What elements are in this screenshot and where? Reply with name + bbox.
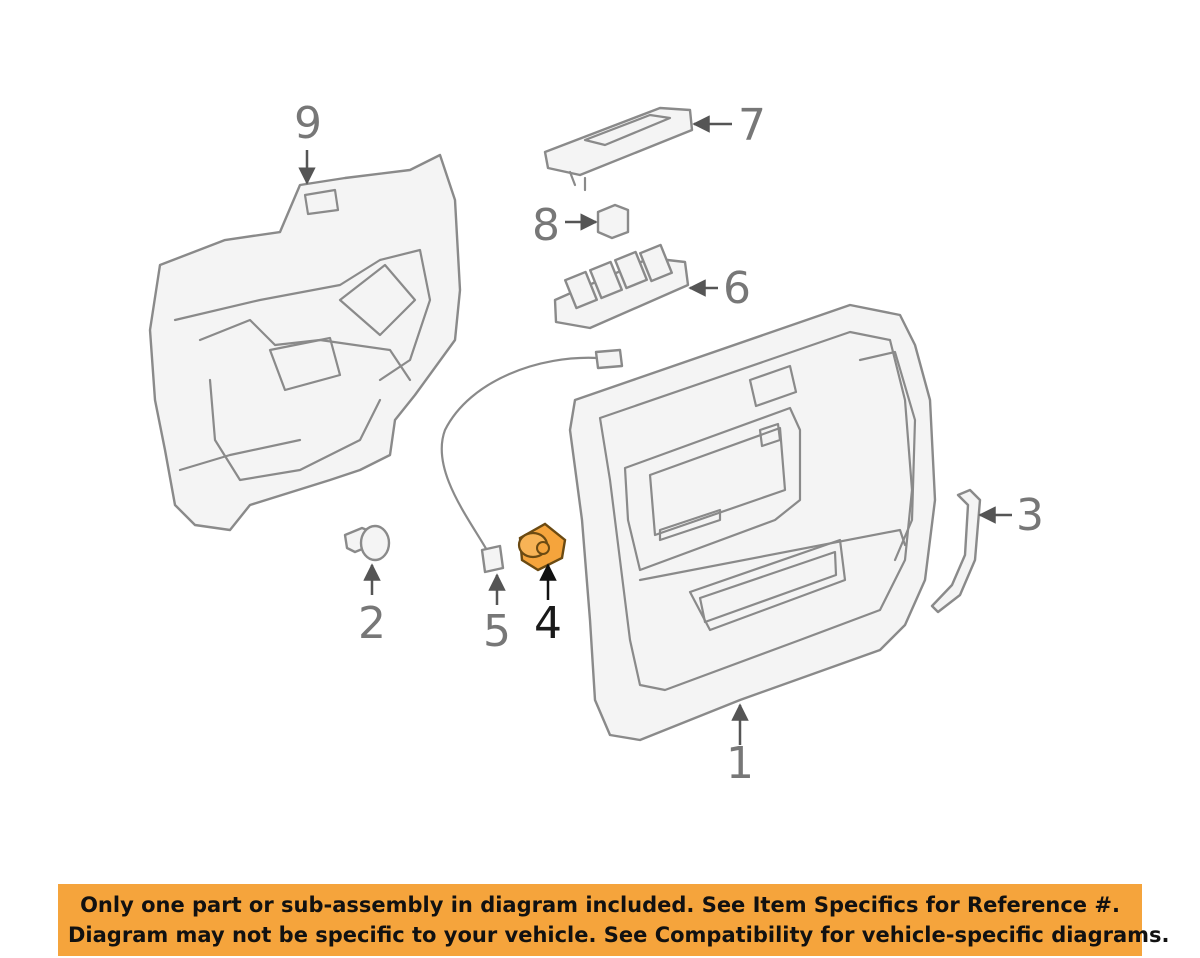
- callout-4: 4: [534, 598, 562, 649]
- callout-8: 8: [532, 200, 560, 251]
- callout-9: 9: [294, 98, 322, 149]
- part-6-window-switch: [553, 243, 690, 330]
- disclaimer-line-2: Diagram may not be specific to your vehi…: [68, 923, 1170, 947]
- part-4-grommet-highlighted: [517, 522, 567, 572]
- part-7-switch-bezel: [543, 106, 694, 192]
- callout-3: 3: [1016, 490, 1044, 541]
- disclaimer-banner: Only one part or sub-assembly in diagram…: [58, 884, 1170, 956]
- part-5-wire-harness: [440, 348, 624, 574]
- disclaimer-line-1: Only one part or sub-assembly in diagram…: [80, 893, 1120, 917]
- callout-7: 7: [738, 100, 766, 151]
- callout-6: 6: [723, 263, 751, 314]
- part-1-door-trim-panel: [568, 303, 937, 742]
- part-2-push-pin: [343, 524, 391, 562]
- part-9-water-deflector: [148, 153, 462, 532]
- part-3-trim-strip: [930, 488, 982, 614]
- callout-5: 5: [483, 606, 511, 657]
- callout-2: 2: [358, 598, 386, 649]
- parts-diagram: 1 2 3 4 5 6 7 8 9: [148, 98, 1044, 789]
- part-8-switch: [596, 203, 630, 240]
- callout-1: 1: [726, 738, 754, 789]
